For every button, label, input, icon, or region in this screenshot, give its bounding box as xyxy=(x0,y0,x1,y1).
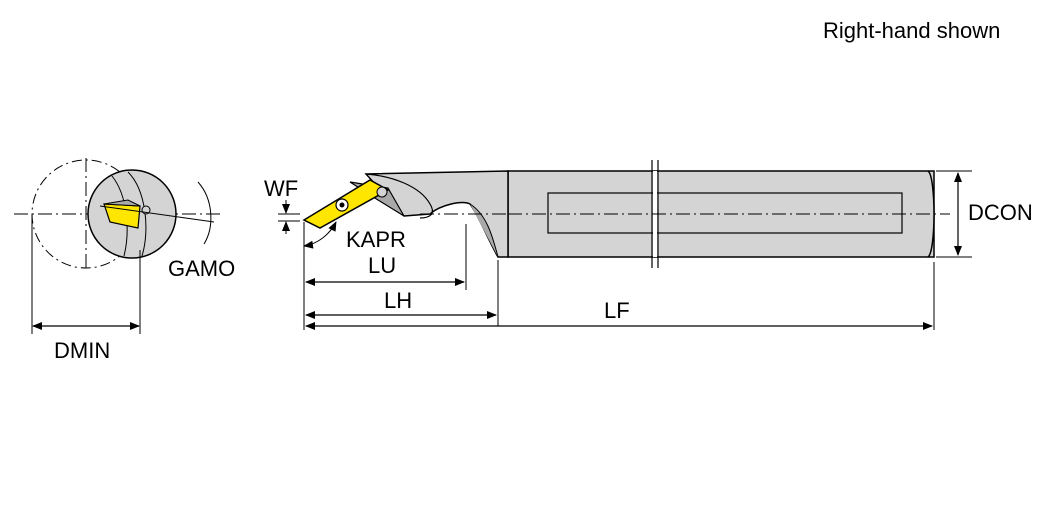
side-view xyxy=(278,160,972,330)
insert-screw-socket xyxy=(339,202,345,208)
head-lower-relief xyxy=(469,203,499,258)
end-view-clamp xyxy=(103,199,141,207)
orientation-note: Right-hand shown xyxy=(823,18,1001,43)
label-lu: LU xyxy=(368,253,396,278)
head-upper-bevel xyxy=(365,173,433,219)
kapr-angle-arc xyxy=(303,221,337,249)
label-kapr: KAPR xyxy=(346,227,406,252)
label-dmin: DMIN xyxy=(54,338,110,363)
end-view xyxy=(14,158,222,334)
label-wf: WF xyxy=(264,176,298,201)
clamp-screw xyxy=(376,186,388,198)
label-lh: LH xyxy=(384,288,412,313)
gamo-angle-arc xyxy=(197,181,212,245)
gamo-rake-line xyxy=(99,205,215,223)
label-lf: LF xyxy=(604,298,630,323)
shank-flat xyxy=(547,192,903,234)
label-dcon: DCON xyxy=(968,200,1033,225)
label-gamo: GAMO xyxy=(168,256,235,281)
